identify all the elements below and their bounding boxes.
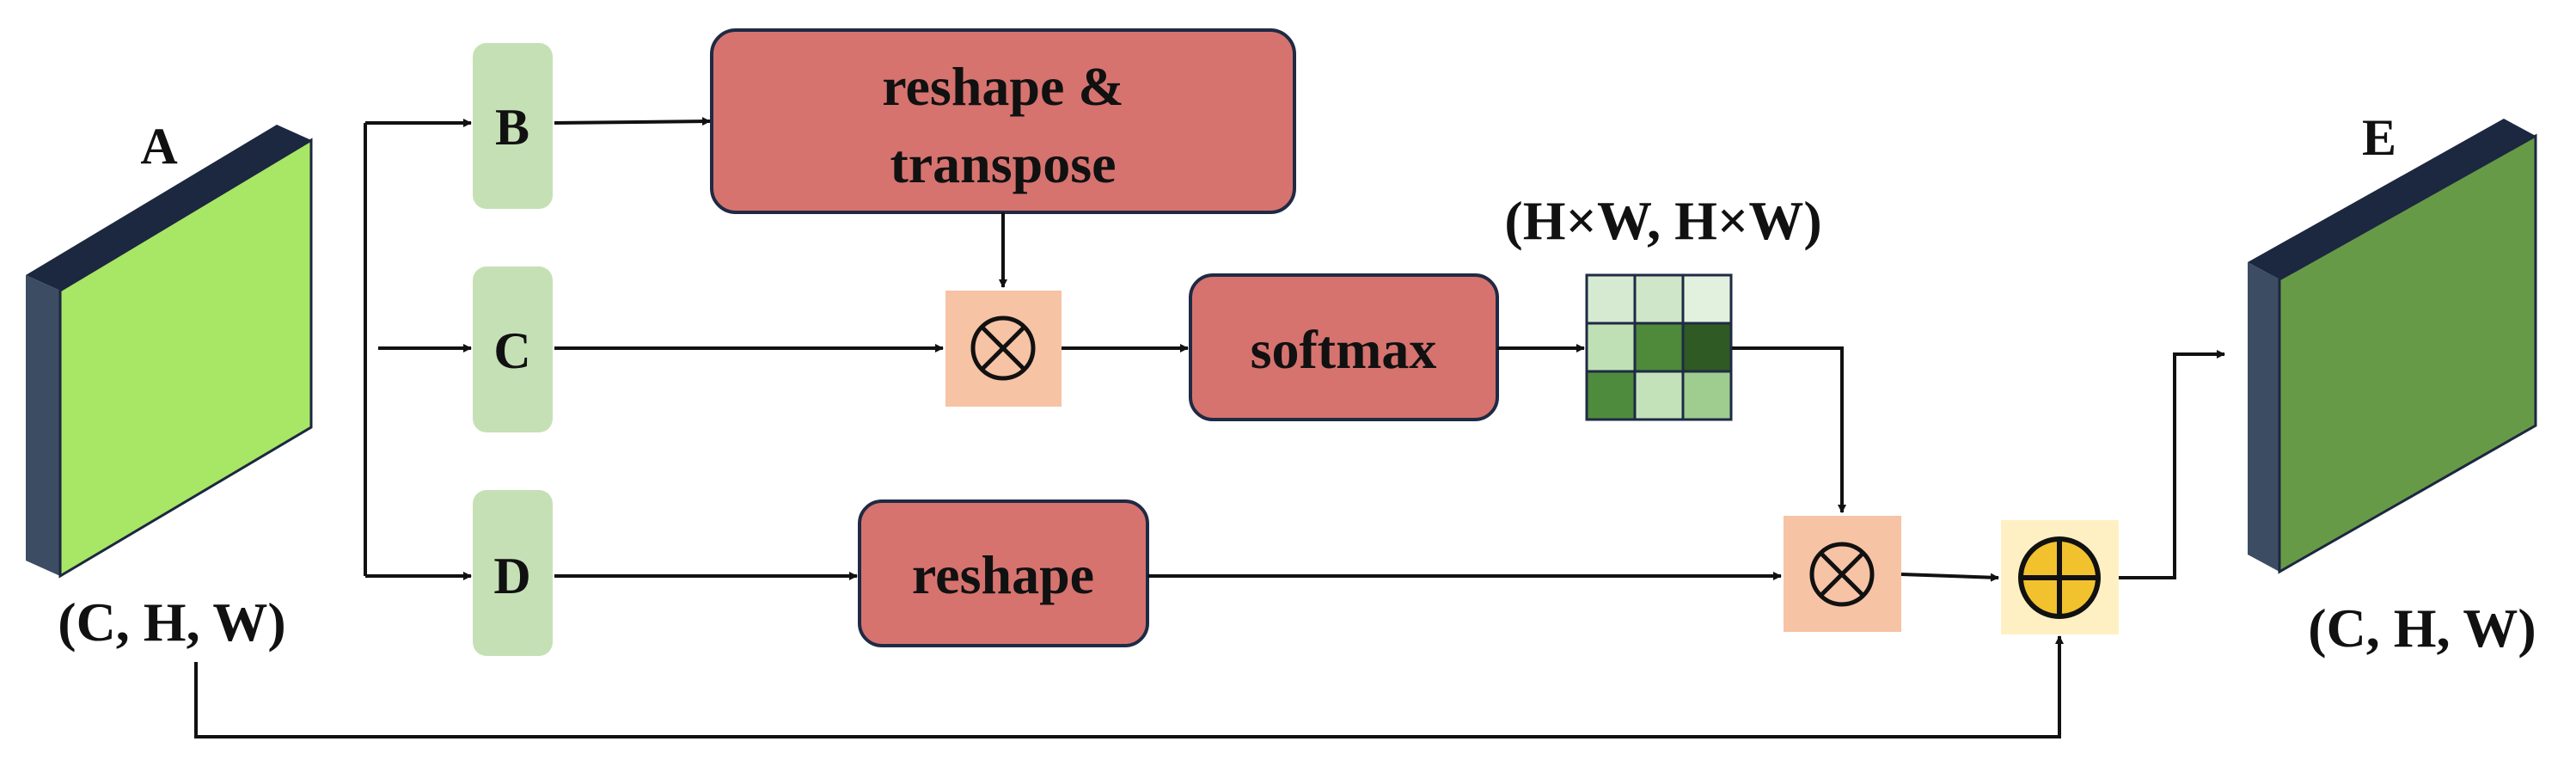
- multiply-node-1: [945, 291, 1062, 407]
- output-tensor-shape: (C, H, W): [2308, 597, 2536, 659]
- add-node: [2001, 520, 2119, 634]
- output-tensor-side: [2248, 262, 2279, 572]
- reshape-transpose-op: reshape & transpose: [710, 28, 1296, 214]
- attention-cell: [1681, 273, 1733, 325]
- branch-c-box: [473, 267, 553, 432]
- attention-map-shape: (H×W, H×W): [1504, 190, 1821, 251]
- branch-d: D: [473, 490, 553, 656]
- output-tensor: E (C, H, W): [2248, 109, 2537, 659]
- circle-plus-icon: [2018, 536, 2101, 619]
- input-tensor: A (C, H, W): [26, 118, 313, 653]
- attention-cell: [1681, 322, 1733, 373]
- attention-cell: [1585, 370, 1637, 421]
- reshape-op: reshape: [858, 499, 1149, 647]
- circle-times-icon: [1809, 542, 1875, 607]
- input-tensor-label: A: [140, 118, 177, 175]
- branch-d-box: [473, 490, 553, 656]
- attention-cell: [1585, 322, 1637, 373]
- multiply-node-2: [1784, 516, 1901, 632]
- reshape-transpose-line2: transpose: [890, 133, 1116, 194]
- branch-b-label: B: [495, 99, 529, 156]
- branch-b: B: [473, 43, 553, 209]
- attention-cell: [1633, 273, 1685, 325]
- attention-cell: [1585, 273, 1637, 325]
- input-tensor-shape: (C, H, W): [58, 591, 285, 653]
- circle-times-icon: [970, 316, 1036, 381]
- reshape-label: reshape: [912, 544, 1094, 605]
- branch-c: C: [473, 267, 553, 432]
- softmax-label: softmax: [1251, 319, 1437, 380]
- input-tensor-side: [26, 275, 60, 576]
- softmax-op: softmax: [1189, 273, 1499, 421]
- attention-cell: [1681, 370, 1733, 421]
- input-tensor-face: [58, 138, 313, 579]
- output-tensor-face: [2278, 133, 2537, 574]
- reshape-box: [858, 499, 1149, 647]
- attention-map: (H×W, H×W): [1504, 190, 1822, 421]
- input-tensor-top: [26, 125, 311, 291]
- branch-c-label: C: [493, 322, 530, 379]
- attention-cell: [1633, 322, 1685, 373]
- attention-cell: [1633, 370, 1685, 421]
- output-tensor-label: E: [2362, 109, 2396, 166]
- output-tensor-top: [2248, 119, 2536, 279]
- branch-d-label: D: [493, 548, 530, 604]
- branch-b-box: [473, 43, 553, 209]
- reshape-transpose-line1: reshape &: [882, 56, 1123, 117]
- branch-connectors: [364, 119, 472, 580]
- residual-connection: [194, 635, 2064, 738]
- attention-grid: [1585, 273, 1733, 421]
